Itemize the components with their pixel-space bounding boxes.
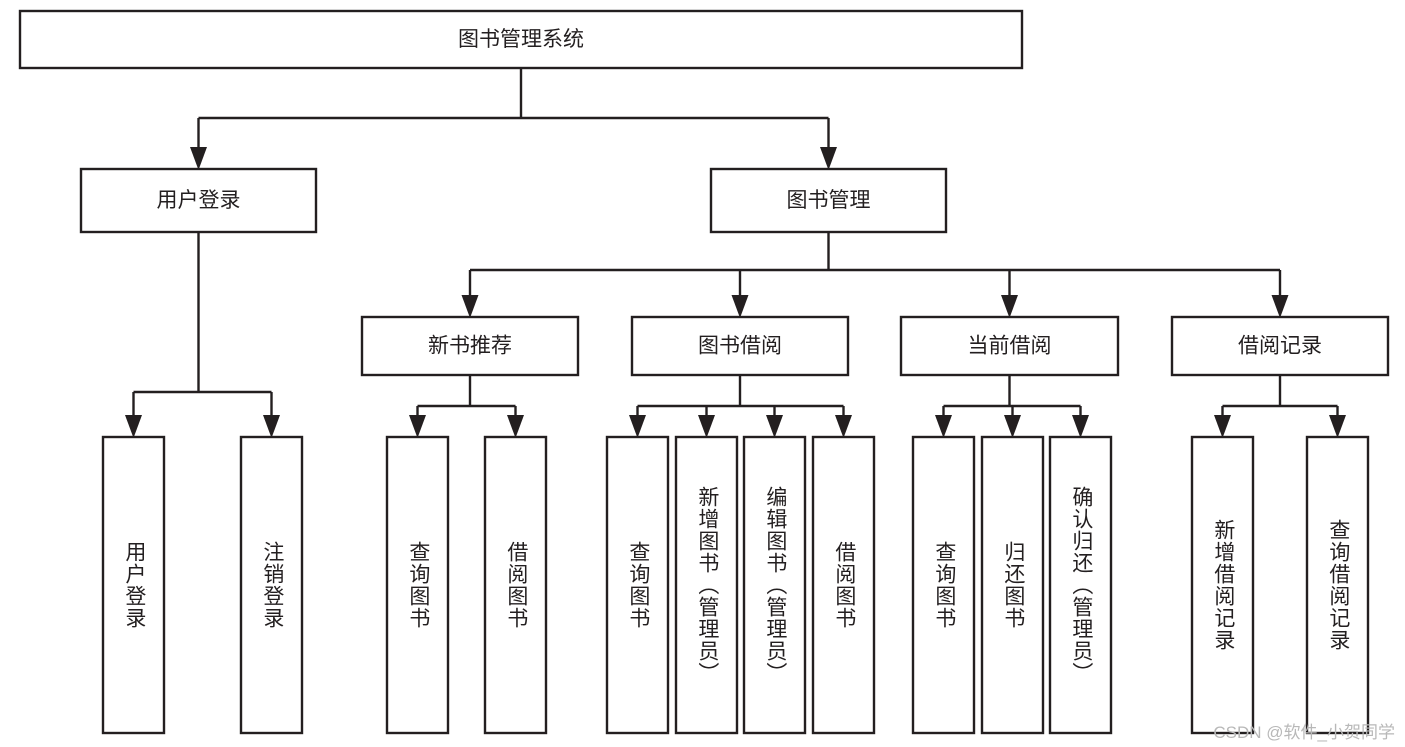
- connector-ul-bus: [125, 232, 280, 438]
- node-box-borrow-record[interactable]: [1170, 315, 1390, 377]
- connector-nbr-bus: [409, 375, 524, 438]
- node-box-leaf-borrow-book-rec[interactable]: [483, 435, 548, 735]
- connectors-layer: [125, 68, 1346, 438]
- node-label-user-login: 用户登录: [157, 189, 241, 212]
- node-label-current-borrow: 当前借阅: [968, 335, 1052, 358]
- node-box-leaf-add-book[interactable]: [674, 435, 739, 735]
- node-label-book-management: 图书管理: [787, 189, 871, 212]
- node-label-root: 图书管理系统: [458, 28, 584, 51]
- node-label-new-book-recommend: 新书推荐: [428, 335, 512, 358]
- node-box-leaf-query-record[interactable]: [1305, 435, 1370, 735]
- node-box-leaf-query-book-borrow[interactable]: [605, 435, 670, 735]
- node-label-borrow-record: 借阅记录: [1238, 335, 1322, 358]
- watermark: CSDN @软件_小贺同学: [1213, 723, 1395, 742]
- node-box-leaf-query-book-current[interactable]: [911, 435, 976, 735]
- connector-root-bus: [190, 68, 837, 170]
- connector-bb-bus: [629, 375, 852, 438]
- node-label-book-borrow: 图书借阅: [698, 335, 782, 358]
- node-box-leaf-add-record[interactable]: [1190, 435, 1255, 735]
- node-box-current-borrow[interactable]: [899, 315, 1120, 377]
- connector-bm-bus: [461, 232, 1289, 318]
- node-box-leaf-query-book-rec[interactable]: [385, 435, 450, 735]
- node-box-leaf-borrow-book[interactable]: [811, 435, 876, 735]
- node-box-new-book-recommend[interactable]: [360, 315, 580, 377]
- connector-cb-bus: [935, 375, 1089, 438]
- node-box-leaf-return-book[interactable]: [980, 435, 1045, 735]
- connector-br-bus: [1214, 375, 1346, 438]
- node-box-book-borrow[interactable]: [630, 315, 850, 377]
- node-box-leaf-confirm-return[interactable]: [1048, 435, 1113, 735]
- node-box-root[interactable]: [18, 9, 1024, 70]
- node-box-user-login[interactable]: [79, 167, 318, 234]
- node-box-book-management[interactable]: [709, 167, 948, 234]
- node-box-leaf-user-login[interactable]: [101, 435, 166, 735]
- node-box-leaf-logout[interactable]: [239, 435, 304, 735]
- node-box-leaf-edit-book[interactable]: [742, 435, 807, 735]
